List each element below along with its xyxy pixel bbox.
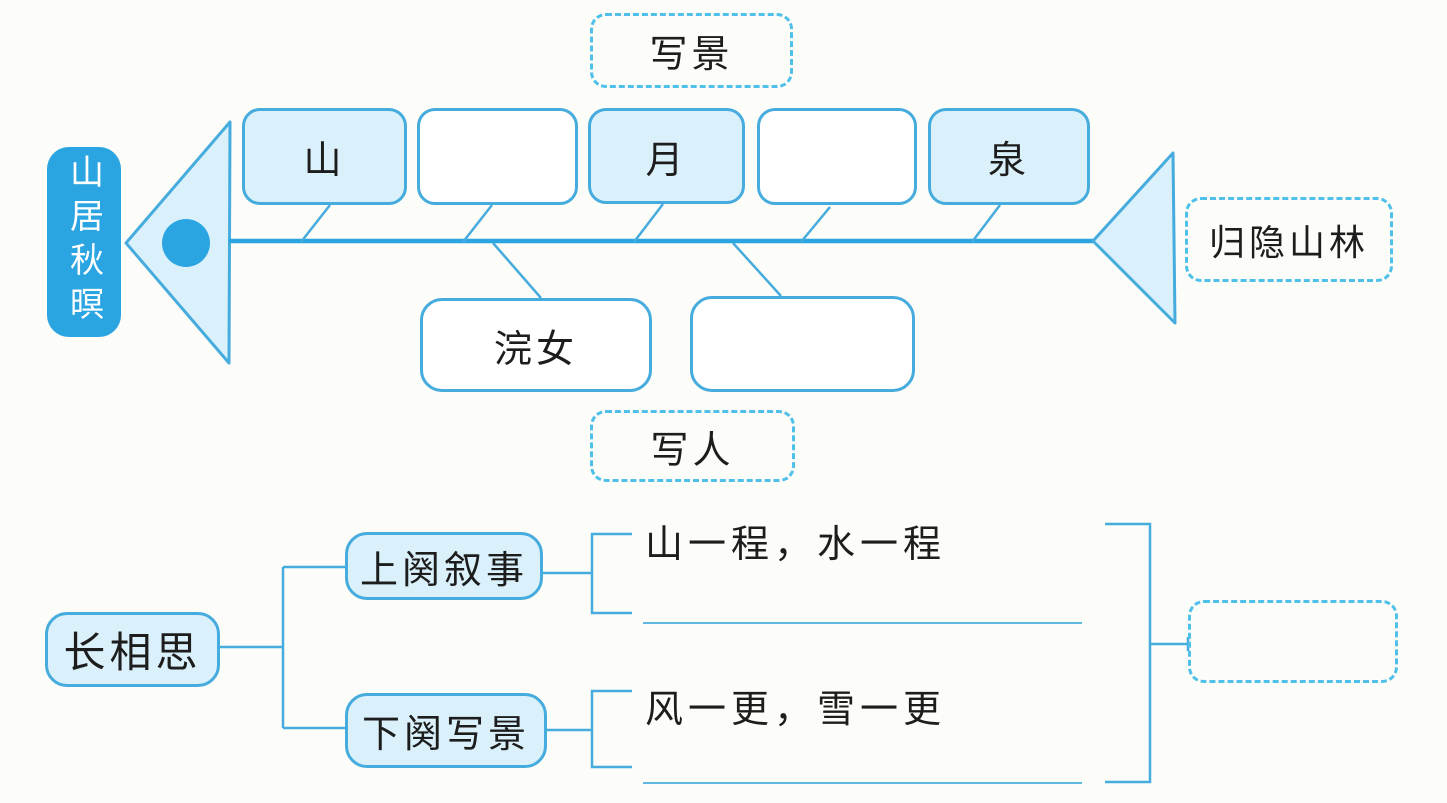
rib-bottom-2-blank xyxy=(690,296,915,392)
poem-title-box: 山居秋暝 xyxy=(47,147,121,337)
rib-top-4-blank xyxy=(757,108,917,205)
rib-top-2-blank xyxy=(417,108,578,205)
branch-bottom-box: 下阕写景 xyxy=(345,693,547,768)
branch-top-box: 上阕叙事 xyxy=(345,532,543,600)
right-bracket xyxy=(1105,522,1152,784)
fish-tail-triangle xyxy=(1091,151,1177,325)
rib-top-5: 泉 xyxy=(928,108,1090,205)
blank-underlines xyxy=(643,622,1082,784)
category-scene-box: 写景 xyxy=(590,13,793,88)
rib-top-3: 月 xyxy=(588,108,745,204)
fish-eye xyxy=(162,219,210,267)
left-bracket-top xyxy=(590,532,632,615)
branch-top-line-text: 山一程，水一程 xyxy=(645,522,947,566)
bottom-rib-connectors xyxy=(492,242,782,299)
left-bracket-bottom xyxy=(590,689,632,769)
rib-top-1: 山 xyxy=(242,108,407,205)
top-rib-connectors xyxy=(300,203,1001,243)
rib-bottom-1: 浣女 xyxy=(420,298,652,392)
branch-bottom-line-text: 风一更，雪一更 xyxy=(645,687,947,731)
tree-root-box: 长相思 xyxy=(45,612,220,687)
theme-box: 归隐山林 xyxy=(1185,197,1393,282)
tree-answer-box xyxy=(1188,600,1398,683)
category-person-box: 写人 xyxy=(590,410,795,482)
